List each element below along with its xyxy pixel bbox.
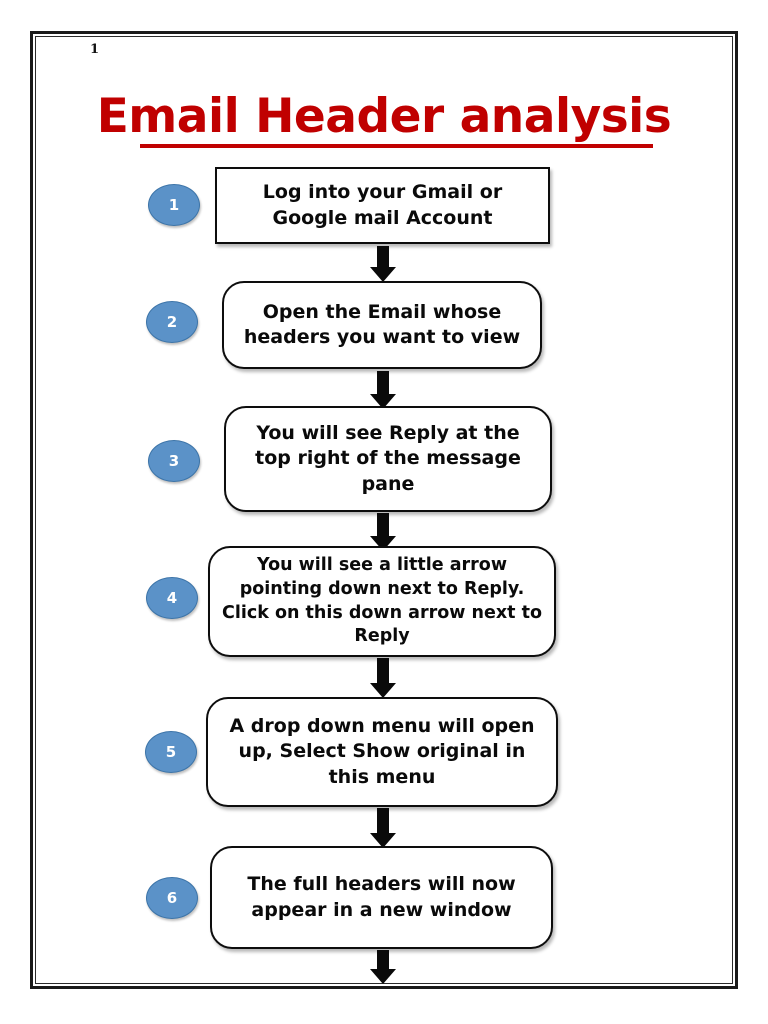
step-box-6: The full headers will now appear in a ne… [210, 846, 553, 949]
flow-arrow-1 [370, 246, 396, 282]
step-bullet-3: 3 [148, 440, 200, 482]
step-box-3: You will see Reply at the top right of t… [224, 406, 552, 512]
flow-arrow-6 [370, 950, 396, 984]
step-bullet-1: 1 [148, 184, 200, 226]
step-bullet-label-2: 2 [166, 313, 178, 331]
step-bullet-2: 2 [146, 301, 198, 343]
step-bullet-label-3: 3 [168, 452, 180, 470]
step-bullet-label-5: 5 [165, 743, 177, 761]
flow-arrow-4 [370, 658, 396, 698]
step-bullet-4: 4 [146, 577, 198, 619]
step-text-1: Log into your Gmail or Google mail Accou… [262, 181, 503, 229]
step-bullet-label-1: 1 [168, 196, 180, 214]
step-text-2: Open the Email whose headers you want to… [243, 300, 521, 348]
step-bullet-5: 5 [145, 731, 197, 773]
step-box-4: You will see a little arrow pointing dow… [208, 546, 556, 657]
step-text-3: You will see Reply at the top right of t… [255, 421, 521, 495]
step-text-5: A drop down menu will open up, Select Sh… [229, 714, 535, 788]
step-box-5: A drop down menu will open up, Select Sh… [206, 697, 558, 807]
page-number: 1 [90, 42, 100, 57]
flow-arrow-2 [370, 371, 396, 409]
step-bullet-6: 6 [146, 877, 198, 919]
step-text-4: You will see a little arrow pointing dow… [222, 555, 542, 647]
step-text-6: The full headers will now appear in a ne… [247, 872, 516, 921]
flow-arrow-5 [370, 808, 396, 848]
step-box-2: Open the Email whose headers you want to… [222, 281, 542, 369]
step-bullet-label-4: 4 [166, 589, 178, 607]
page-title: Email Header analysis [96, 89, 672, 144]
step-bullet-label-6: 6 [166, 889, 178, 907]
title-underline [140, 144, 653, 148]
step-box-1: Log into your Gmail or Google mail Accou… [215, 167, 550, 244]
